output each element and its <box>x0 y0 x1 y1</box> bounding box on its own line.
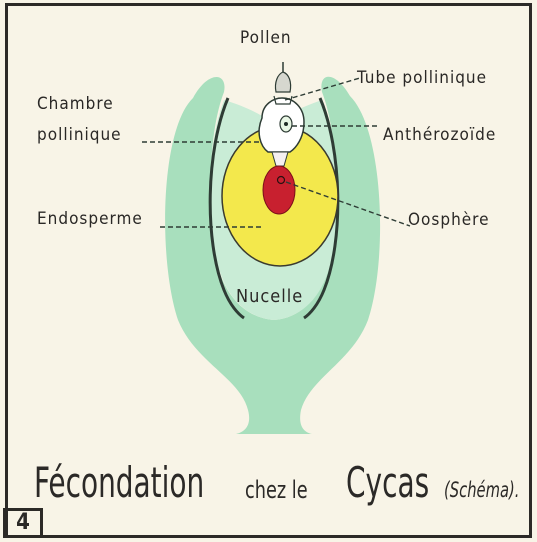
label-antherozoide: Anthérozoïde <box>383 127 496 144</box>
title-part1: Fécondation <box>34 462 204 504</box>
antherozoid-dot <box>284 122 288 126</box>
label-chambre-l1: Chambre <box>37 96 114 113</box>
title: Fécondation <box>34 462 220 504</box>
title-cycas: Cycas <box>346 462 429 504</box>
label-nucelle: Nucelle <box>236 286 303 307</box>
title-chez-le: chez le <box>245 478 308 502</box>
plate-number: 4 <box>3 508 43 538</box>
label-endosperme: Endosperme <box>37 211 143 228</box>
label-pollen: Pollen <box>240 30 292 47</box>
pollen-grain <box>275 72 290 92</box>
label-chambre-l2: pollinique <box>37 127 122 144</box>
oosphere <box>263 166 295 214</box>
label-oosphere: Oosphère <box>408 212 490 229</box>
title-schema: (Schéma). <box>444 480 519 501</box>
label-tube-pollinique: Tube pollinique <box>357 70 487 87</box>
